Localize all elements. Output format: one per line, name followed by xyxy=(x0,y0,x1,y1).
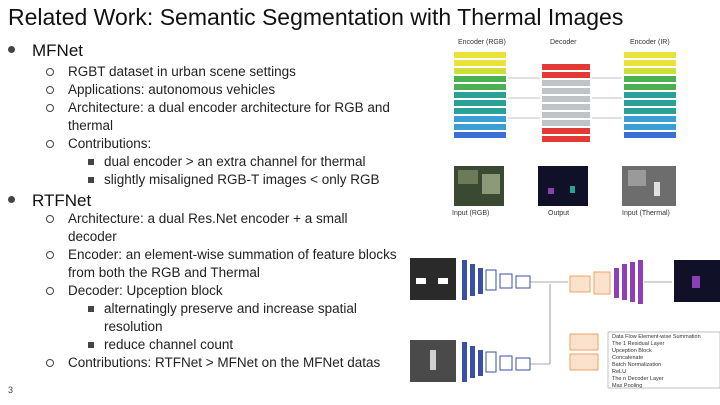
legend-item: ReLU xyxy=(612,369,627,375)
skip-connections xyxy=(508,77,622,119)
legend-box xyxy=(607,331,720,389)
bullet-dot-icon xyxy=(8,196,15,203)
thermal-encoder-stack xyxy=(624,52,676,138)
bullet-circle-icon xyxy=(46,251,54,259)
slide-title: Related Work: Semantic Segmentation with… xyxy=(8,4,624,30)
legend-item: Max Pooling xyxy=(612,383,643,389)
figure-label: Input (RGB) xyxy=(452,210,490,217)
data-flow-arrows xyxy=(530,281,672,365)
segmentation-output-image xyxy=(538,166,588,206)
list-item: Applications: autonomous vehicles xyxy=(46,81,428,99)
page-number: 3 xyxy=(8,385,14,395)
list-item: Contributions: xyxy=(46,135,428,153)
list-subitem: alternatingly preserve and increase spat… xyxy=(88,300,394,336)
rgb-encoder-stack xyxy=(454,52,506,138)
bullet-circle-icon xyxy=(46,140,54,148)
legend-item: The 1 Residual Layer xyxy=(612,341,665,347)
list-item: Decoder: Upception block xyxy=(46,282,388,300)
thermal-encoder-blocks xyxy=(462,342,531,382)
figure-label: Decoder xyxy=(550,39,577,46)
rtfnet-architecture-figure: Data Flow Element-wise Summation The 1 R… xyxy=(410,250,720,400)
figure-label: Encoder (IR) xyxy=(630,39,670,46)
mfnet-architecture-figure: Encoder (RGB) Decoder Encoder (IR) xyxy=(430,38,692,220)
list-item: RGBT dataset in urban scene settings xyxy=(46,63,428,81)
bullet-circle-icon xyxy=(46,287,54,295)
legend-title: Data Flow Element-wise Summation xyxy=(612,334,701,340)
list-subitem: dual encoder > an extra channel for ther… xyxy=(88,153,366,171)
rgb-encoder-blocks xyxy=(462,260,531,300)
list-subitem: slightly misaligned RGB-T images < only … xyxy=(88,171,379,189)
rtfnet-diagram xyxy=(410,258,720,389)
list-item: Contributions: RTFNet > MFNet on the MFN… xyxy=(46,354,380,372)
legend-item: Batch Normalization xyxy=(612,362,662,368)
bullet-square-icon xyxy=(88,342,94,348)
bullet-square-icon xyxy=(88,306,94,312)
bullet-circle-icon xyxy=(46,68,54,76)
bullet-square-icon xyxy=(88,159,94,165)
bullet-circle-icon xyxy=(46,104,54,112)
legend-item: The n Decoder Layer xyxy=(612,376,664,382)
bullet-dot-icon xyxy=(8,46,15,53)
bullet-circle-icon xyxy=(46,86,54,94)
upception-block-b xyxy=(569,353,599,371)
section-heading-mfnet: MFNet xyxy=(8,41,83,61)
list-item: Architecture: a dual Res.Net encoder + a… xyxy=(46,210,388,246)
bullet-square-icon xyxy=(88,177,94,183)
section-heading-rtfnet: RTFNet xyxy=(8,191,91,211)
decoder-stack xyxy=(542,64,590,142)
legend-item: Upception Block xyxy=(612,348,652,354)
mfnet-diagram xyxy=(454,52,676,206)
list-subitem: reduce channel count xyxy=(88,336,233,354)
bullet-circle-icon xyxy=(46,215,54,223)
figure-label: Input (Thermal) xyxy=(622,210,670,217)
figure-label: Output xyxy=(548,210,570,217)
rtfnet-legend: Data Flow Element-wise Summation The 1 R… xyxy=(612,334,718,390)
bullet-circle-icon xyxy=(46,359,54,367)
figure-label: Encoder (RGB) xyxy=(458,39,506,46)
legend-item: Concatenate xyxy=(612,355,644,361)
upception-block-a xyxy=(569,333,599,351)
decoder-blocks xyxy=(569,260,643,304)
list-item: Architecture: a dual encoder architectur… xyxy=(46,99,428,135)
list-item: Encoder: an element-wise summation of fe… xyxy=(46,246,403,282)
